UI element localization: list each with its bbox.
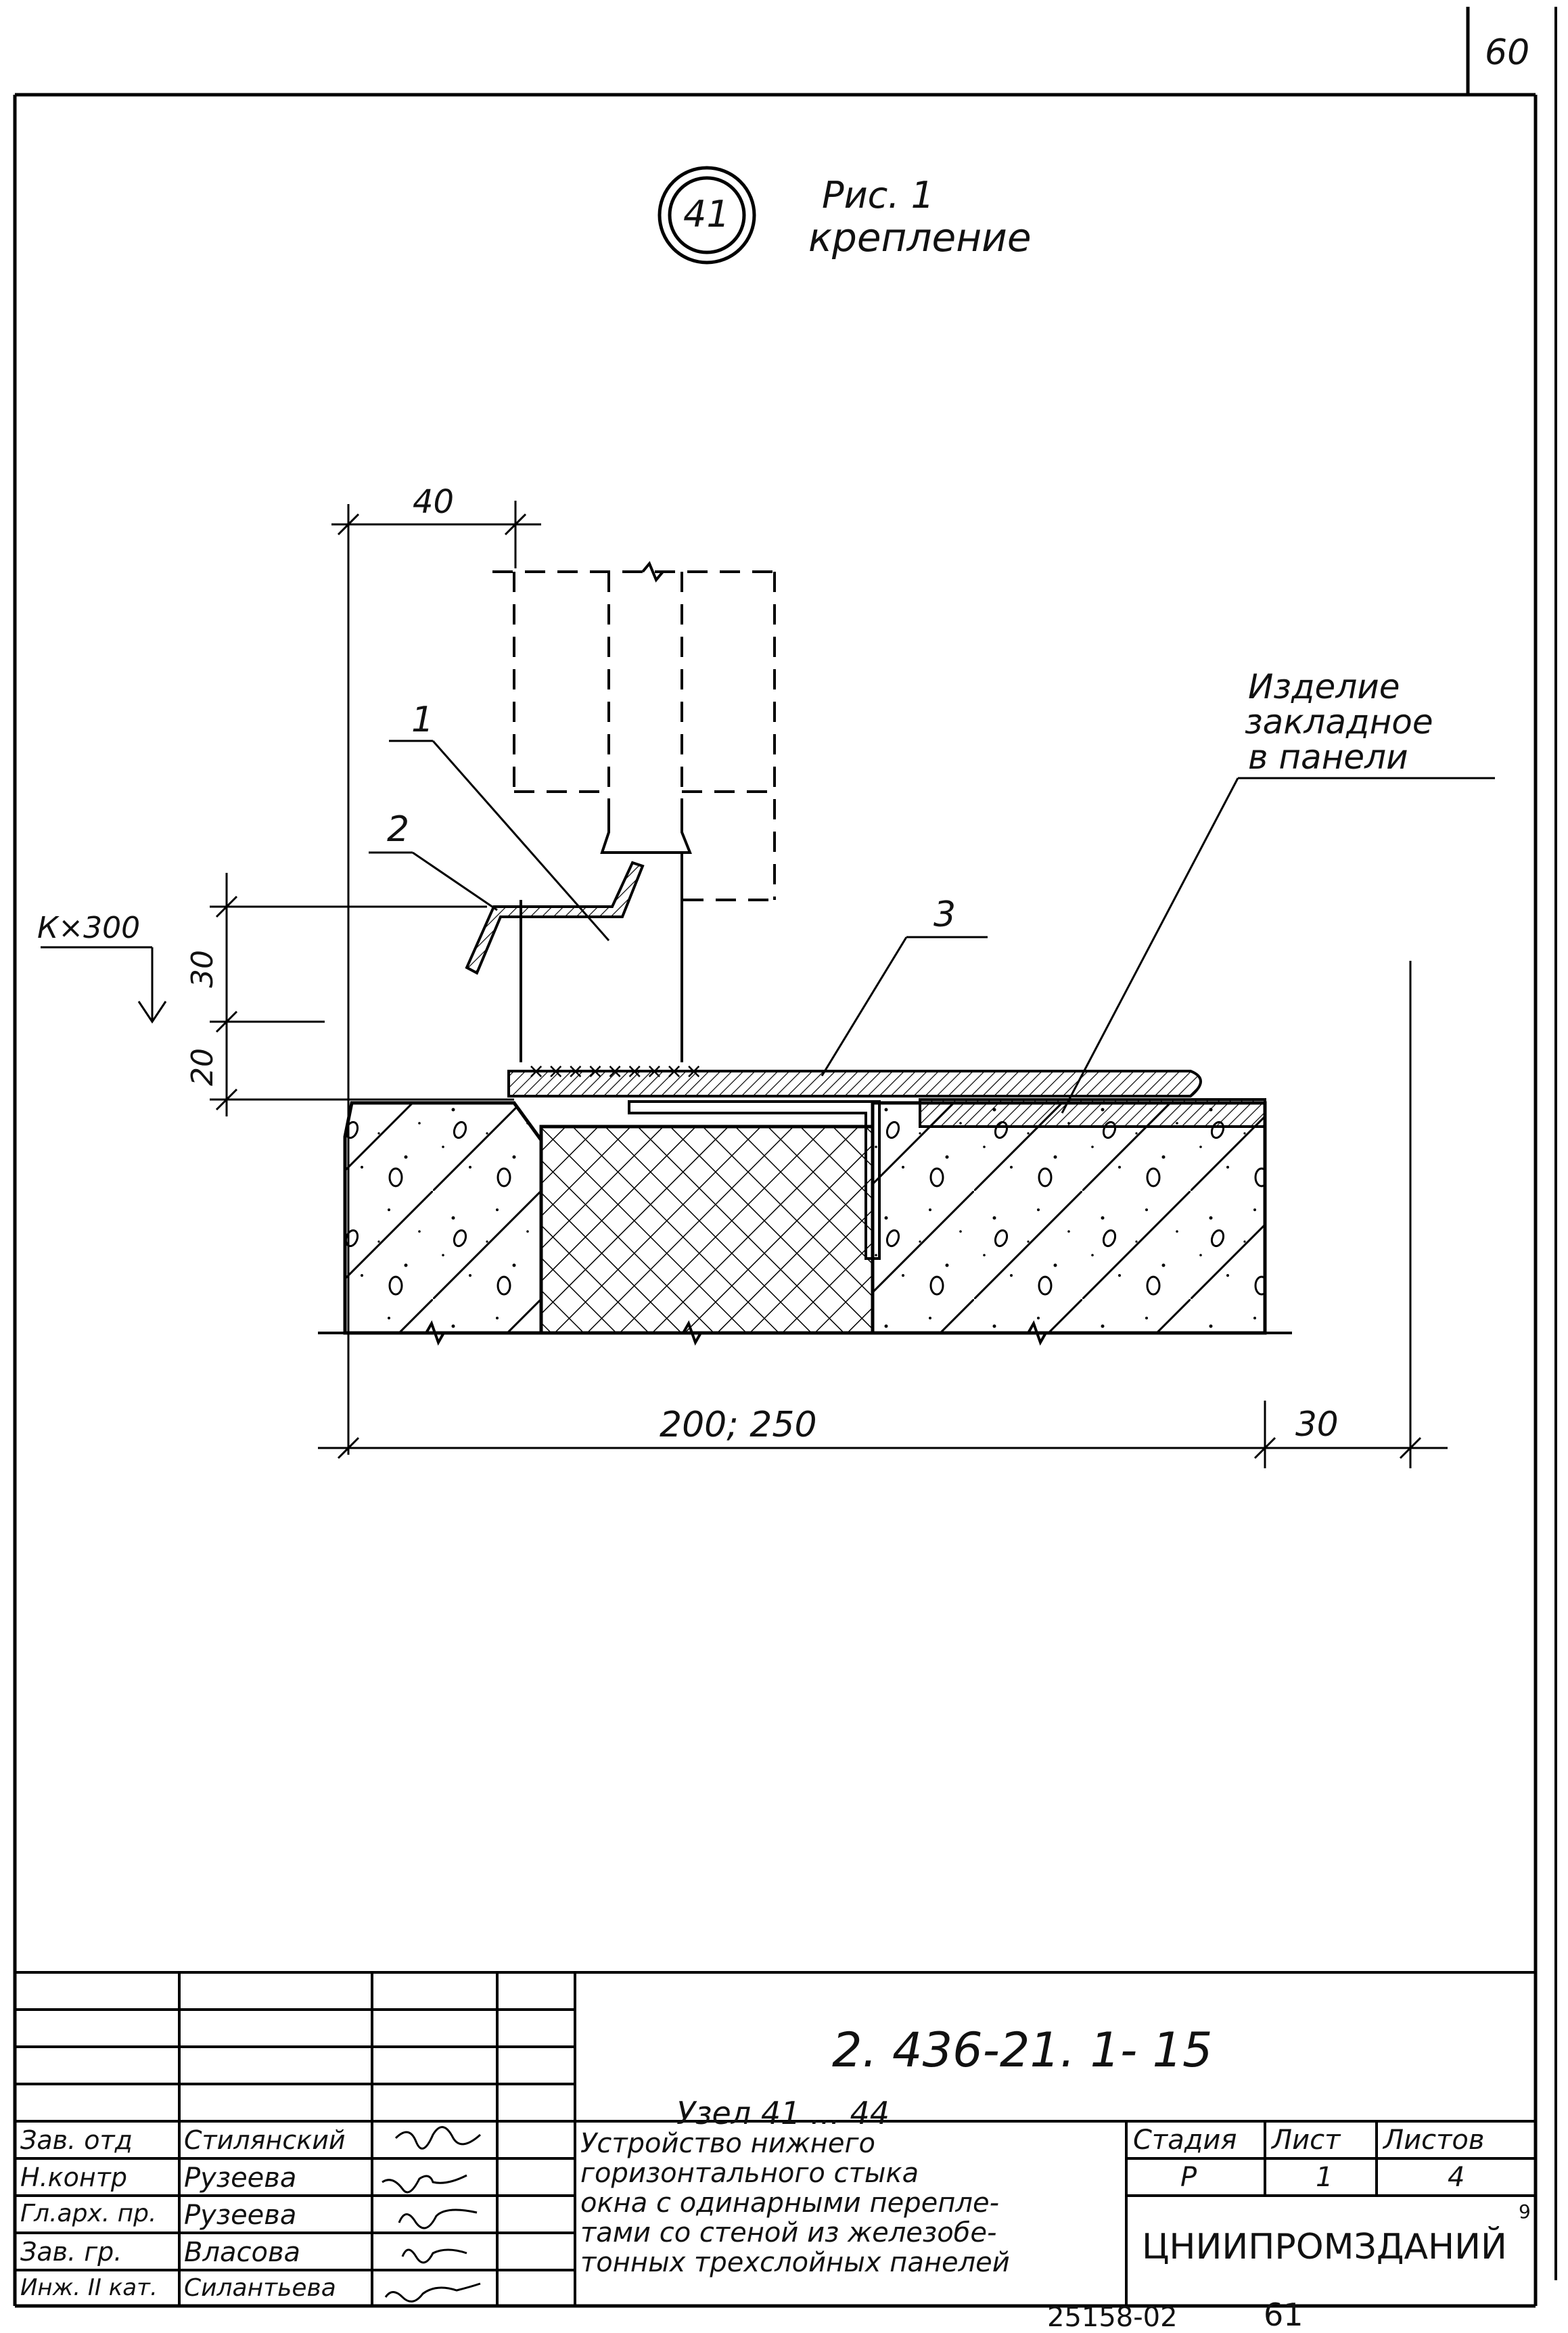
name-2: Рузеева <box>184 2162 297 2194</box>
dimension-lines <box>41 501 1448 1468</box>
sheet-header: Лист <box>1272 2125 1341 2156</box>
detail-marker <box>658 166 756 265</box>
role-1: Зав. отд <box>20 2125 133 2155</box>
label-embedded-line1: Изделие <box>1248 667 1400 706</box>
role-2: Н.контр <box>20 2162 127 2192</box>
detail-marker-number: 41 <box>683 193 730 235</box>
dim-step: К×300 <box>37 911 141 945</box>
label-embedded-line3: в панели <box>1248 738 1408 777</box>
signatures <box>382 2126 481 2303</box>
dim-right-offset: 30 <box>1295 1405 1339 1444</box>
stage-header: Стадия <box>1133 2125 1237 2156</box>
title-block-grid <box>15 1971 1536 2306</box>
break-marks <box>425 561 1047 1346</box>
label-item-2: 2 <box>387 809 410 850</box>
name-5: Силантьева <box>184 2274 336 2302</box>
dim-top-width: 40 <box>413 483 455 521</box>
label-item-3: 3 <box>933 894 956 935</box>
sheets-header: Листов <box>1383 2125 1485 2156</box>
sheet-frame <box>13 7 1557 2308</box>
name-1: Стилянский <box>184 2125 346 2155</box>
stage-value: Р <box>1180 2162 1197 2193</box>
name-4: Власова <box>184 2237 301 2268</box>
figure-caption-line2: крепление <box>808 214 1032 261</box>
dim-30: 30 <box>185 950 220 988</box>
role-5: Инж. II кат. <box>20 2274 158 2301</box>
window-frame-dashed <box>492 570 785 901</box>
label-embedded-line2: закладное <box>1245 702 1433 742</box>
role-3: Гл.арх. пр. <box>20 2200 157 2227</box>
window-sash <box>520 798 692 1062</box>
sheets-value: 4 <box>1448 2162 1465 2193</box>
corner-number: 60 <box>1485 32 1530 73</box>
title-line-2: Устройство нижнего <box>580 2128 876 2159</box>
title-line-3: горизонтального стыка <box>580 2158 919 2189</box>
label-item-1: 1 <box>411 700 434 740</box>
name-3: Рузеева <box>184 2200 297 2231</box>
title-line-5: тами со стеной из железобе- <box>580 2217 997 2248</box>
wall-panel <box>318 1101 1292 1335</box>
bottom-page: 61 <box>1264 2296 1304 2333</box>
angle-bracket <box>465 861 645 975</box>
organization: ЦНИИПРОМЗДАНИЙ <box>1142 2227 1507 2267</box>
title-line-6: тонных трехслойных панелей <box>580 2247 1010 2278</box>
title-line-4: окна с одинарными перепле- <box>580 2188 1000 2219</box>
title-line-1: Узел 41 ... 44 <box>676 2095 890 2131</box>
organization-superscript: 9 <box>1519 2200 1531 2223</box>
dim-20: 20 <box>185 1048 220 1086</box>
dim-bottom-width: 200; 250 <box>660 1405 817 1445</box>
leader-lines <box>369 740 1495 1114</box>
figure-caption-line1: Рис. 1 <box>822 174 935 217</box>
role-4: Зав. гр. <box>20 2237 122 2267</box>
doc-code: 2. 436-21. 1- 15 <box>832 2022 1213 2078</box>
steel-plate <box>507 1070 1202 1097</box>
sheet-value: 1 <box>1316 2162 1333 2193</box>
bottom-code: 25158-02 <box>1047 2302 1178 2333</box>
